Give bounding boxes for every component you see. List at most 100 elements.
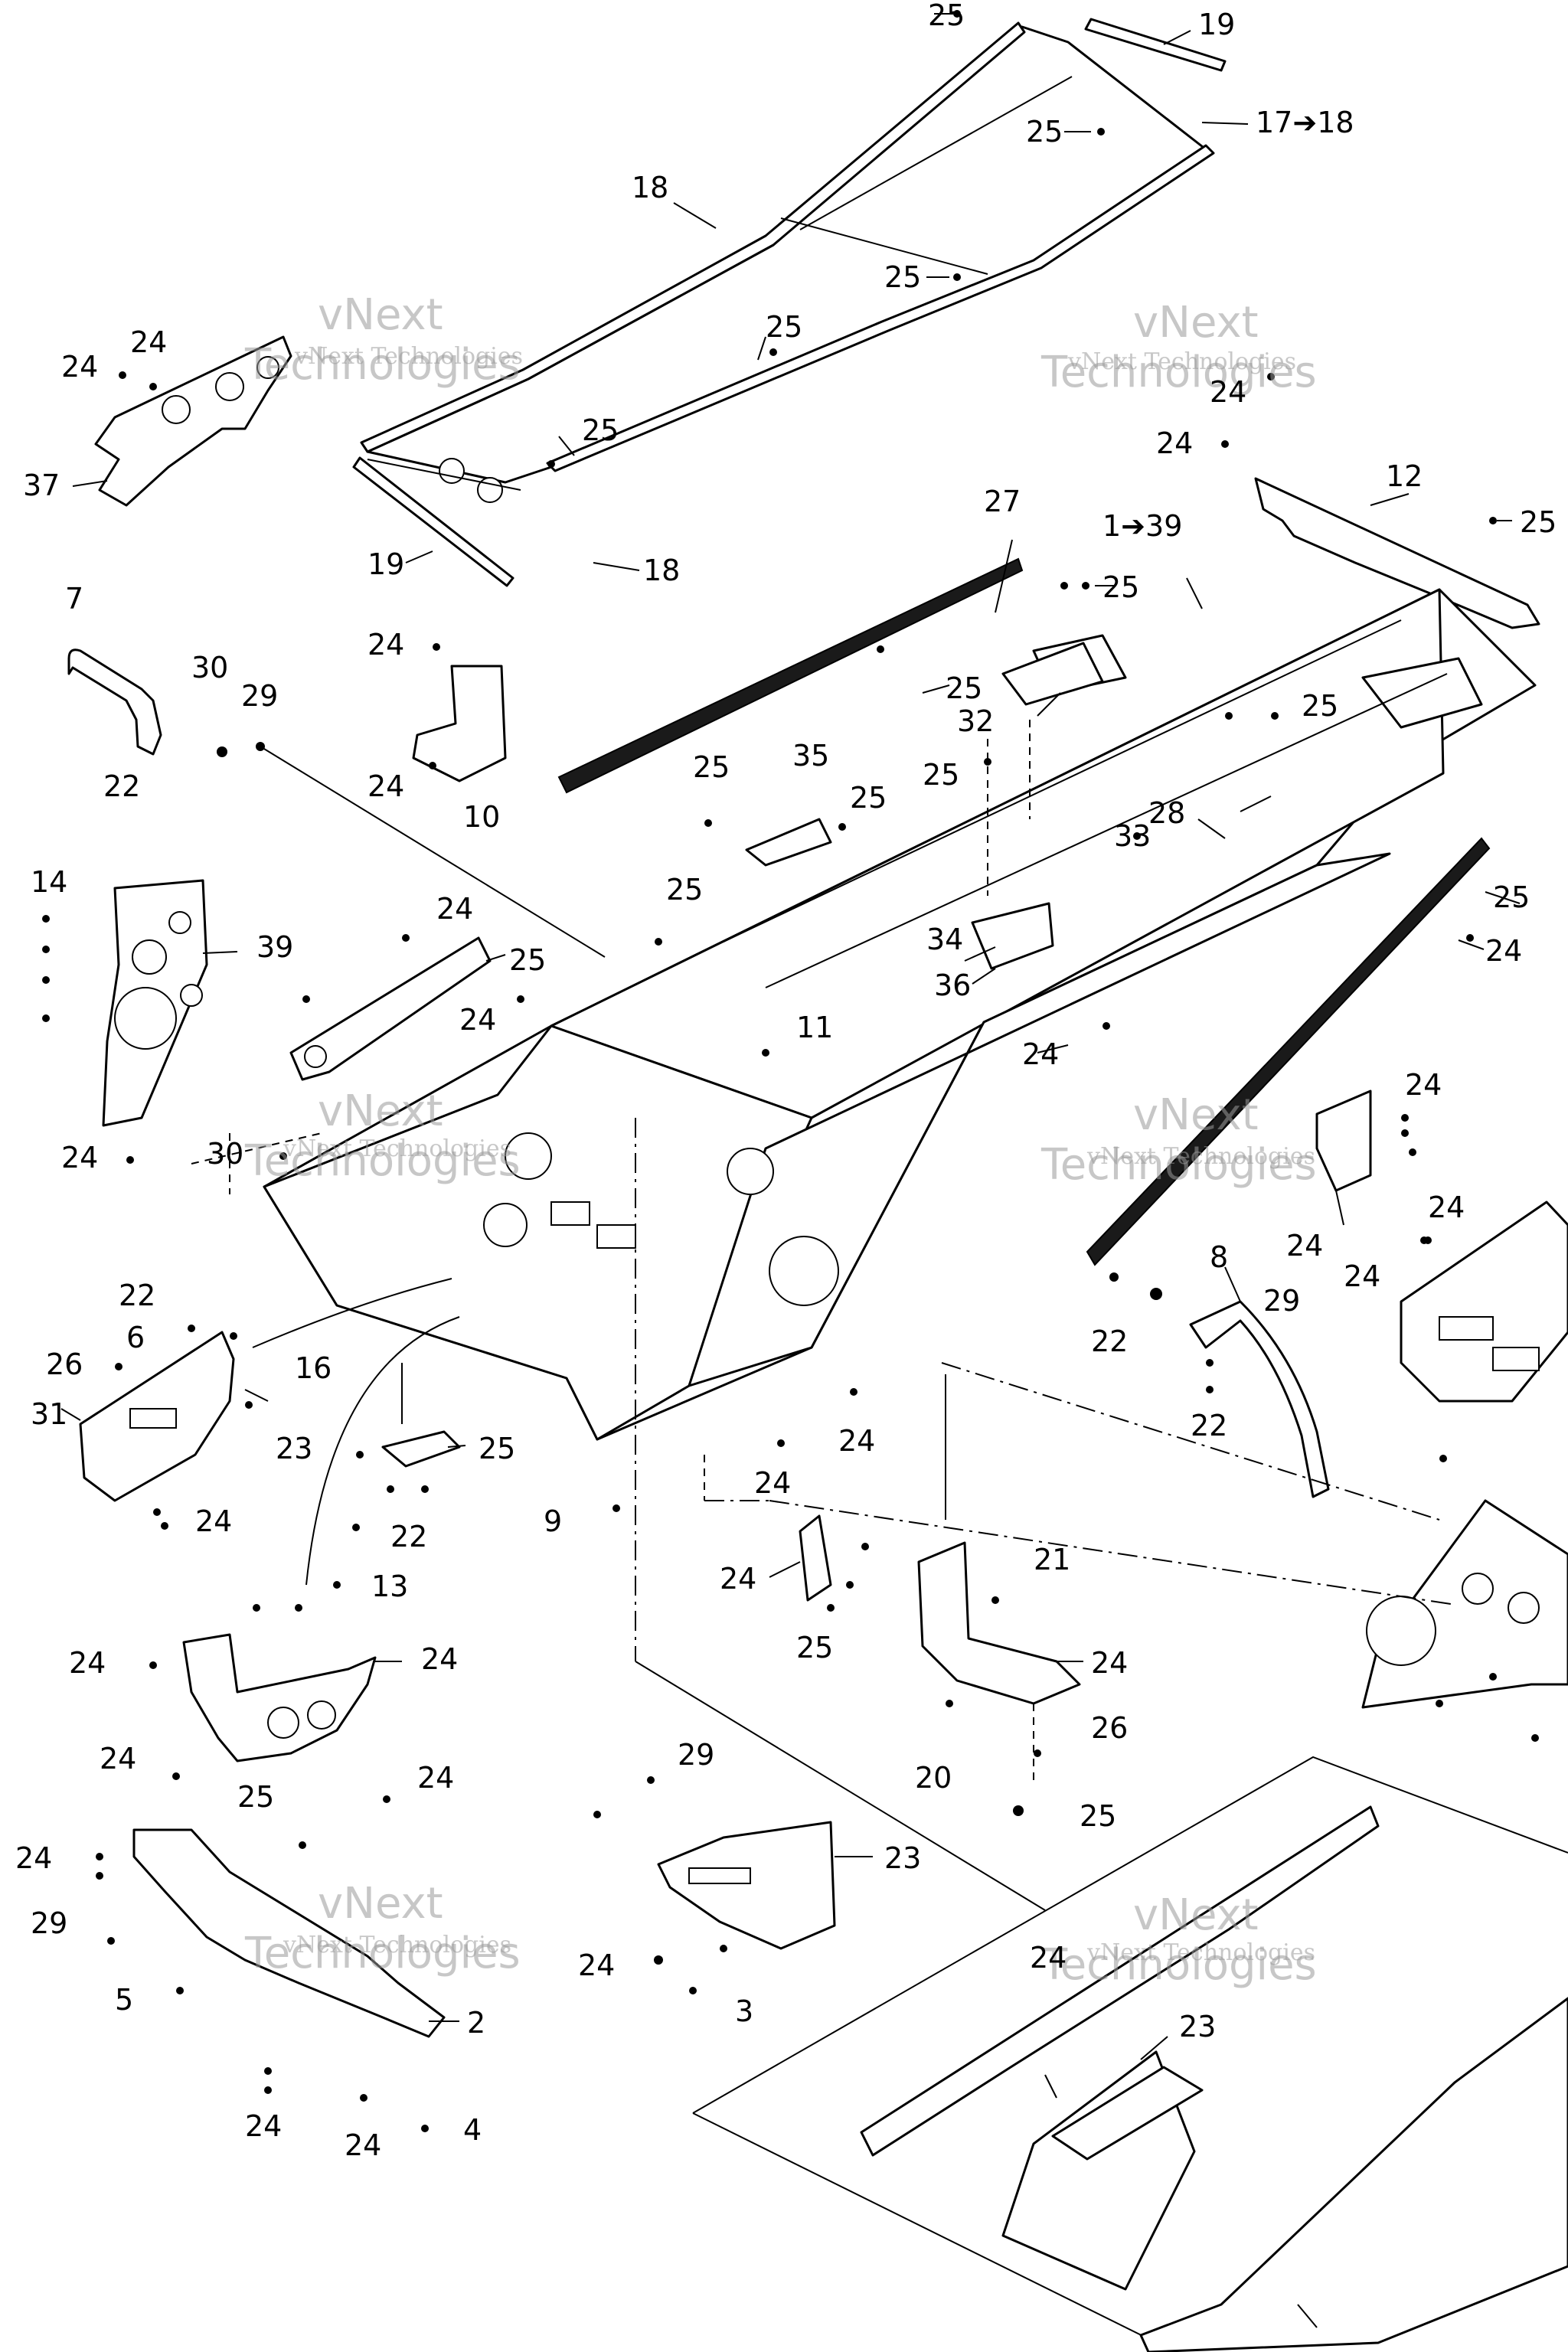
callout-label: 16: [295, 1351, 332, 1385]
watermark-line2: Technologies: [1040, 1940, 1317, 1990]
callout-label: 24: [1286, 1229, 1323, 1263]
rail-12: [1254, 477, 1540, 629]
callout-label: 14: [31, 865, 67, 899]
callout-label: 18: [643, 554, 680, 587]
callout-label: 29: [678, 1738, 714, 1772]
callout-label: 3: [735, 1994, 753, 2028]
callout-label: 25: [237, 1780, 274, 1814]
callout-label: 29: [31, 1906, 67, 1940]
callout-label: 24: [368, 769, 404, 803]
bracket-13: [182, 1633, 377, 1762]
callout-label: 26: [1091, 1711, 1128, 1745]
callout-label: 25: [1493, 880, 1530, 914]
watermark: vNext Technologies vNext Technologies: [1040, 1890, 1317, 1990]
bracket-9: [799, 1514, 832, 1602]
watermark-inline: vNext Technologies: [283, 1135, 511, 1162]
bracket-37: [94, 335, 292, 507]
main-frame: [263, 588, 1537, 1441]
leader-lines: [60, 13, 1521, 2328]
watermark-line1: vNext: [1133, 298, 1259, 348]
watermark-line2: Technologies: [1040, 1140, 1317, 1190]
callout-label: 39: [256, 930, 293, 964]
bracket-10: [412, 665, 507, 782]
callout-label: 1➔39: [1102, 509, 1182, 543]
callout-label: 34: [926, 923, 963, 956]
callout-label: 7: [65, 582, 83, 616]
callout-label: 24: [421, 1642, 458, 1676]
callout-label: 36: [934, 969, 971, 1002]
watermark: vNext Technologies vNext Technologies: [1040, 1090, 1317, 1190]
callout-label: 27: [984, 485, 1021, 518]
callout-label: 25: [850, 781, 887, 815]
plate-right: [1361, 1499, 1568, 1709]
watermark-line1: vNext: [1133, 1890, 1259, 1940]
callout-label: 12: [1386, 459, 1423, 493]
callout-label: 37: [23, 469, 60, 502]
callout-label: 22: [103, 769, 140, 803]
callout-label: 24: [69, 1646, 106, 1680]
callout-label: 25: [1026, 115, 1063, 149]
callout-label: 4: [463, 2113, 482, 2147]
callout-label: 25: [946, 671, 982, 705]
bracket-39: [289, 936, 492, 1081]
callout-label: 24: [61, 1141, 98, 1174]
bracket-21: [917, 1541, 1081, 1705]
track-guide-27: [557, 557, 1024, 794]
callout-label: 24: [578, 1949, 615, 1982]
callout-label: 25: [796, 1631, 833, 1664]
callout-label: 24: [100, 1742, 136, 1775]
watermark-inline: vNext Technologies: [283, 1932, 511, 1958]
callout-label: 24: [61, 350, 98, 384]
callout-label: 24: [1485, 934, 1522, 968]
callout-label: 22: [1091, 1325, 1128, 1358]
watermark-line1: vNext: [318, 1879, 443, 1929]
subassembly-box: [692, 1756, 1568, 2352]
bracket-20: [657, 1821, 836, 1950]
callout-label: 24: [1156, 426, 1193, 460]
watermark-inline: vNext Technologies: [1067, 348, 1296, 375]
watermark-line2: Technologies: [244, 340, 521, 390]
callout-label: 24: [838, 1424, 875, 1458]
callout-label: 25: [582, 413, 619, 447]
callout-label: 24: [436, 892, 473, 926]
callout-label: 35: [792, 739, 829, 773]
watermark: vNext Technologies vNext Technologies: [244, 1086, 521, 1186]
callout-label: 24: [720, 1562, 756, 1596]
brace-right: [1400, 1200, 1568, 1403]
callout-label: 24: [1091, 1646, 1128, 1680]
callout-label: 30: [207, 1137, 243, 1171]
callout-label: 24: [1030, 1941, 1067, 1975]
callout-label: 13: [371, 1570, 408, 1603]
watermark-line1: vNext: [318, 1086, 443, 1136]
bracket-5: [132, 1828, 446, 2038]
bracket-36: [971, 902, 1054, 970]
callout-label: 10: [463, 800, 500, 834]
callout-label: 24: [417, 1761, 454, 1795]
callout-label: 25: [666, 873, 703, 906]
part-drawings: [67, 18, 1568, 2352]
callout-labels: 25 19 17➔18 25 18 25 24 24 25 37 25 19 1…: [15, 0, 1557, 2162]
callout-label: 26: [46, 1348, 83, 1381]
watermark-line2: Technologies: [244, 1136, 521, 1186]
callout-label: 25: [923, 758, 959, 792]
watermarks: vNext Technologies vNext Technologies vN…: [244, 290, 1317, 1990]
callout-label: 31: [31, 1397, 67, 1431]
part-8-bar: [1189, 1300, 1330, 1498]
track-guide-28: [1086, 837, 1491, 1266]
callout-label: 28: [1148, 796, 1185, 830]
callout-label: 17➔18: [1256, 106, 1354, 139]
callout-label: 19: [368, 547, 404, 581]
callout-label: 24: [459, 1003, 496, 1037]
callout-label: 25: [509, 943, 546, 977]
callout-label: 25: [766, 310, 802, 344]
fasteners: [42, 10, 1539, 2132]
callout-label: 24: [345, 2128, 381, 2162]
watermark-inline: vNext Technologies: [294, 343, 523, 370]
callout-label: 23: [1179, 2010, 1216, 2043]
bracket-16: [381, 1430, 461, 1468]
callout-label: 23: [884, 1841, 921, 1875]
callout-label: 24: [1022, 1037, 1059, 1071]
callout-label: 25: [479, 1432, 515, 1465]
callout-label: 25: [1102, 570, 1139, 604]
callout-label: 29: [1263, 1284, 1300, 1318]
